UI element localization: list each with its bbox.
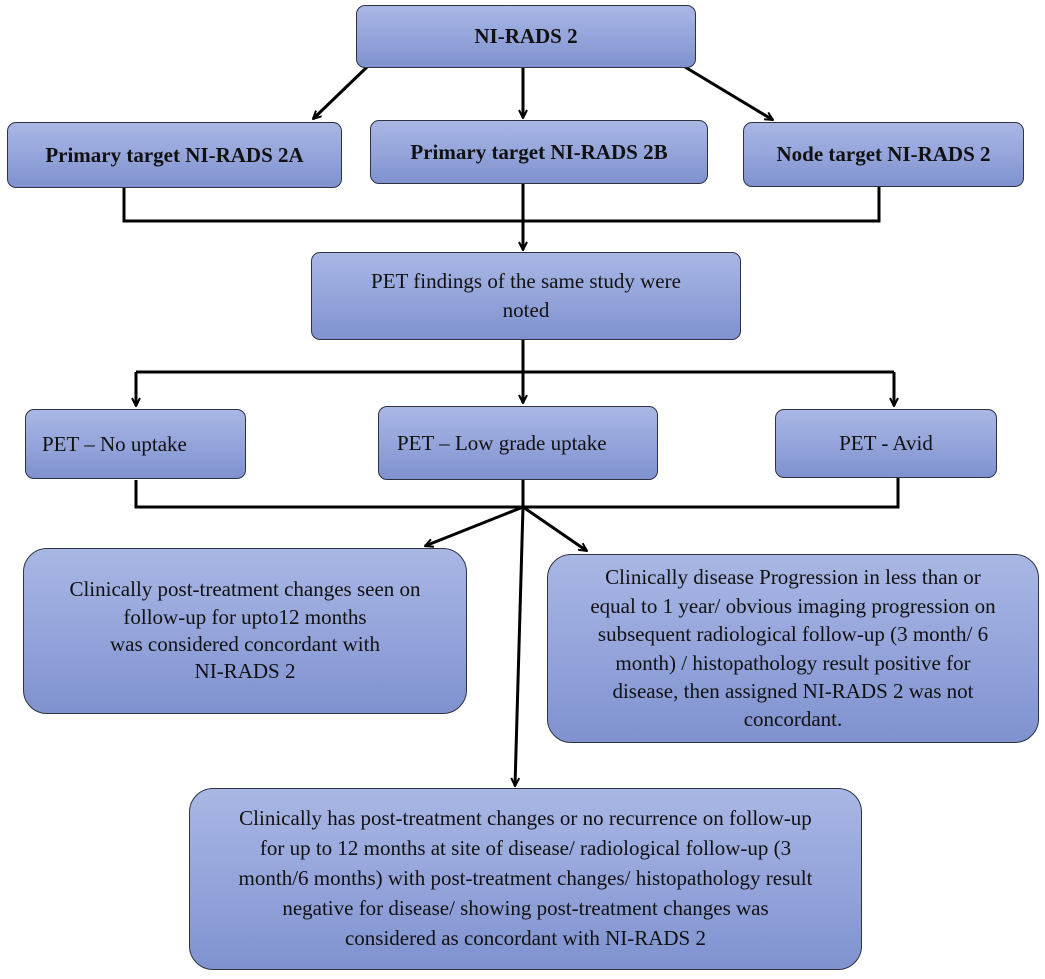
pet-findings-node: PET findings of the same study were note… (311, 252, 741, 340)
primary-target-2a-node: Primary target NI-RADS 2A (7, 122, 342, 188)
merge-line-pet (134, 478, 900, 509)
pet-avid-label: PET - Avid (839, 431, 933, 456)
merge-line-targets (122, 187, 881, 223)
primary-target-2b-node: Primary target NI-RADS 2B (370, 120, 708, 184)
concordant-outcome-bottom-label: Clinically has post-treatment changes or… (238, 806, 813, 950)
not-concordant-outcome-label: Clinically disease Progression in less t… (590, 565, 996, 732)
pet-findings-label: PET findings of the same study were note… (371, 269, 681, 322)
pet-avid-node: PET - Avid (775, 409, 997, 478)
concordant-outcome-bottom-node: Clinically has post-treatment changes or… (189, 788, 862, 970)
node-target-label: Node target NI-RADS 2 (776, 142, 991, 167)
root-node: NI-RADS 2 (356, 5, 696, 68)
concordant-outcome-left-label: Clinically post-treatment changes seen o… (69, 577, 421, 684)
pet-low-grade-node: PET – Low grade uptake (378, 406, 658, 480)
node-target-node: Node target NI-RADS 2 (743, 122, 1024, 187)
concordant-outcome-left-node: Clinically post-treatment changes seen o… (23, 548, 467, 714)
arrow-root-to-node (684, 65, 773, 122)
arrow-root-to-2a (313, 65, 369, 119)
arrow-to-left-outcome (425, 505, 524, 546)
arrow-to-right-outcome (522, 505, 587, 551)
primary-target-2a-label: Primary target NI-RADS 2A (45, 142, 304, 167)
arrow-to-bottom-outcome (515, 506, 525, 786)
root-label: NI-RADS 2 (474, 24, 578, 49)
not-concordant-outcome-node: Clinically disease Progression in less t… (547, 554, 1039, 743)
primary-target-2b-label: Primary target NI-RADS 2B (410, 139, 668, 164)
pet-no-uptake-label: PET – No uptake (42, 431, 187, 456)
pet-no-uptake-node: PET – No uptake (25, 409, 246, 479)
pet-low-grade-label: PET – Low grade uptake (397, 430, 607, 455)
